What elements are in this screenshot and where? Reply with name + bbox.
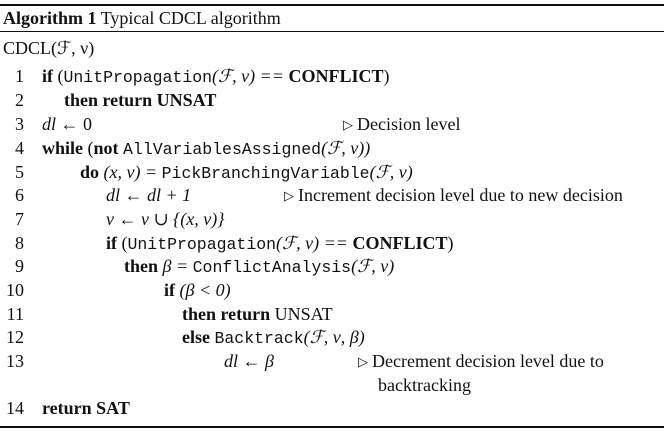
line-comment: ▷ Decision level	[343, 113, 460, 136]
algorithm-line-continuation: backtracking	[0, 374, 664, 397]
line-number: 6	[15, 185, 24, 205]
comment-text: Decision level	[357, 114, 461, 134]
code-token: then return UNSAT	[64, 90, 217, 110]
code-token: return SAT	[42, 398, 130, 418]
line-number: 10	[6, 280, 24, 300]
line-comment: ▷ Increment decision level due to new dec…	[284, 184, 623, 207]
code-token: ν ← ν ∪ {(x, ν)}	[106, 209, 225, 229]
comment-text: Decrement decision level due to	[372, 351, 604, 371]
algorithm-title: Typical CDCL algorithm	[100, 8, 281, 28]
line-number: 14	[6, 398, 24, 418]
code-token: (β < 0)	[175, 280, 231, 300]
top-rule	[0, 4, 664, 6]
bottom-rule	[0, 426, 664, 428]
code-token: (ℱ, ν)	[369, 162, 413, 182]
algorithm-line: 3 dl ← 0 ▷ Decision level	[0, 113, 664, 136]
comment-triangle-icon: ▷	[358, 354, 368, 369]
code-token: Backtrack	[214, 329, 304, 348]
code-token: if	[164, 280, 175, 300]
comment-continuation: backtracking	[378, 375, 471, 395]
algorithm-caption: Algorithm 1 Typical CDCL algorithm	[3, 6, 281, 30]
line-code: dl ← 0	[42, 113, 92, 136]
code-token: (	[83, 138, 94, 158]
line-code: if (β < 0)	[164, 279, 231, 302]
line-number: 4	[15, 138, 24, 158]
code-token: do	[80, 162, 100, 182]
line-number: 3	[15, 114, 24, 134]
code-token: (x, ν) =	[99, 162, 162, 182]
line-code: do (x, ν) = PickBranchingVariable(ℱ, ν)	[80, 161, 413, 185]
code-token: CONFLICT	[352, 233, 448, 253]
code-token: (ℱ, ν, β)	[303, 327, 365, 347]
algorithm-line: 9 then β = ConflictAnalysis(ℱ, ν)	[0, 255, 664, 278]
code-token: UnitPropagation	[63, 68, 213, 87]
line-number: 1	[15, 66, 24, 86]
code-token: (ℱ, ν))	[321, 138, 371, 158]
code-token: dl ← β	[224, 351, 274, 371]
line-number: 8	[15, 233, 24, 253]
code-token: not	[93, 138, 119, 158]
code-token: else	[182, 327, 210, 347]
line-number: 12	[6, 327, 24, 347]
code-token: while	[42, 138, 84, 158]
line-number: 2	[15, 90, 24, 110]
code-token: CONFLICT	[288, 66, 384, 86]
algorithm-line: 7 ν ← ν ∪ {(x, ν)}	[0, 208, 664, 231]
algorithm-line: 2 then return UNSAT	[0, 89, 664, 112]
line-number: 9	[15, 256, 24, 276]
algorithm-line: 11 then return UNSAT	[0, 303, 664, 326]
code-token: if	[42, 66, 53, 86]
line-code: then return UNSAT	[64, 89, 216, 112]
code-token: )	[383, 66, 390, 86]
algorithm-line: 12 else Backtrack(ℱ, ν, β)	[0, 326, 664, 349]
code-token: UNSAT	[270, 304, 333, 324]
procedure-signature: CDCL(ℱ, ν)	[3, 38, 95, 58]
algorithm-label: Algorithm 1	[3, 8, 97, 28]
line-number: 7	[15, 209, 24, 229]
code-token: then return	[182, 304, 271, 324]
line-code: dl ← dl + 1	[106, 184, 191, 207]
line-code: then return UNSAT	[182, 303, 333, 326]
code-token: (	[53, 66, 64, 86]
code-token: PickBranchingVariable	[161, 164, 370, 183]
code-token: if	[106, 233, 117, 253]
line-number: 11	[6, 304, 24, 324]
line-code: then β = ConflictAnalysis(ℱ, ν)	[124, 255, 394, 279]
line-code: dl ← β	[224, 350, 274, 373]
comment-triangle-icon: ▷	[343, 117, 353, 132]
algorithm-line: 13 dl ← β ▷ Decrement decision level due to	[0, 350, 664, 373]
algorithm-line: 4 while (not AllVariablesAssigned(ℱ, ν))	[0, 137, 664, 160]
algorithm-line: 14 return SAT	[0, 397, 664, 420]
line-code: while (not AllVariablesAssigned(ℱ, ν))	[42, 137, 370, 161]
code-token: AllVariablesAssigned	[123, 140, 322, 159]
code-token: (ℱ, ν) ==	[212, 66, 289, 86]
code-token: UnitPropagation	[127, 235, 277, 254]
code-token: (ℱ, ν)	[351, 256, 395, 276]
line-code: else Backtrack(ℱ, ν, β)	[182, 326, 365, 350]
line-code: if (UnitPropagation(ℱ, ν) == CONFLICT)	[42, 65, 389, 89]
line-number: 5	[15, 162, 24, 182]
code-token: (	[117, 233, 128, 253]
code-token: dl ← dl + 1	[106, 185, 192, 205]
code-token: (ℱ, ν) ==	[276, 233, 353, 253]
algorithm-line: 8 if (UnitPropagation(ℱ, ν) == CONFLICT)	[0, 232, 664, 255]
line-code: if (UnitPropagation(ℱ, ν) == CONFLICT)	[106, 232, 453, 256]
code-token: ← 0	[56, 114, 93, 134]
line-code: return SAT	[42, 397, 130, 420]
line-number: 13	[6, 351, 24, 371]
algorithm-line: 6 dl ← dl + 1 ▷ Increment decision level du…	[0, 184, 664, 207]
comment-triangle-icon: ▷	[284, 188, 294, 203]
algorithm-line: 1 if (UnitPropagation(ℱ, ν) == CONFLICT)	[0, 65, 664, 88]
caption-rule	[0, 31, 664, 32]
code-token: ConflictAnalysis	[192, 258, 352, 277]
code-token: then	[124, 256, 159, 276]
code-token: )	[447, 233, 454, 253]
code-token: β =	[158, 256, 193, 276]
line-comment: ▷ Decrement decision level due to	[358, 350, 604, 373]
code-token: dl	[42, 114, 57, 134]
algorithm-line: 5 do (x, ν) = PickBranchingVariable(ℱ, ν)	[0, 161, 664, 184]
algorithm-line: 10 if (β < 0)	[0, 279, 664, 302]
comment-text: Increment decision level due to new deci…	[298, 185, 623, 205]
line-code: ν ← ν ∪ {(x, ν)}	[106, 208, 224, 231]
